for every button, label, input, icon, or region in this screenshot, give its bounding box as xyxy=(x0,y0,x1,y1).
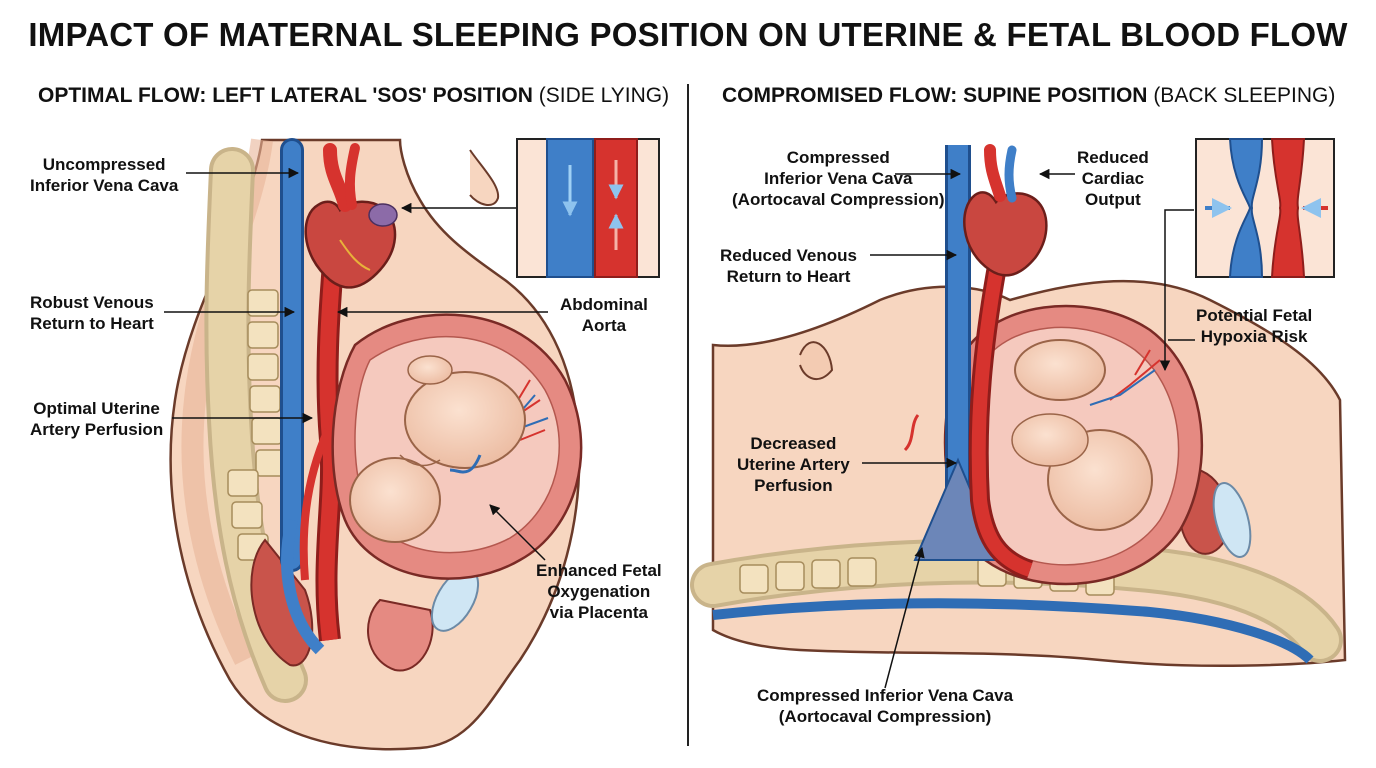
left-side-lying-body xyxy=(169,138,583,751)
label-reduced-venous-return: Reduced Venous Return to Heart xyxy=(720,246,857,286)
label-decreased-uterine-perfusion: Decreased Uterine Artery Perfusion xyxy=(737,434,850,495)
right-leader-lines xyxy=(862,168,1195,689)
right-heading-bold: COMPROMISED FLOW: SUPINE POSITION xyxy=(722,84,1148,107)
right-inset-compression xyxy=(1195,138,1335,278)
label-compressed-ivc-bottom: Compressed Inferior Vena Cava (Aortocava… xyxy=(757,686,1014,726)
label-fetal-hypoxia-risk: Potential Fetal Hypoxia Risk xyxy=(1196,306,1313,346)
right-supine-body xyxy=(690,144,1347,668)
label-compressed-ivc: Compressed Inferior Vena Cava (Aortocava… xyxy=(732,148,945,209)
left-heading-bold: OPTIMAL FLOW: LEFT LATERAL 'SOS' POSITIO… xyxy=(38,84,533,107)
label-enhanced-fetal-oxygenation: Enhanced Fetal Oxygenation via Placenta xyxy=(536,561,662,622)
label-uncompressed-ivc: Uncompressed Inferior Vena Cava xyxy=(30,155,179,195)
label-optimal-uterine-perfusion: Optimal Uterine Artery Perfusion xyxy=(30,399,164,439)
panel-divider xyxy=(687,84,689,746)
left-panel-heading: OPTIMAL FLOW: LEFT LATERAL 'SOS' POSITIO… xyxy=(38,84,669,108)
left-leader-lines xyxy=(164,167,548,561)
right-heading-light: (BACK SLEEPING) xyxy=(1153,84,1336,107)
right-panel-heading: COMPROMISED FLOW: SUPINE POSITION (BACK … xyxy=(722,84,1335,108)
left-heading-light: (SIDE LYING) xyxy=(538,84,670,107)
label-abdominal-aorta: Abdominal Aorta xyxy=(560,295,648,335)
left-inset-vessels xyxy=(516,138,660,278)
page-title: IMPACT OF MATERNAL SLEEPING POSITION ON … xyxy=(28,16,1348,53)
label-robust-venous-return: Robust Venous Return to Heart xyxy=(30,293,154,333)
label-reduced-cardiac-output: Reduced Cardiac Output xyxy=(1077,148,1149,209)
